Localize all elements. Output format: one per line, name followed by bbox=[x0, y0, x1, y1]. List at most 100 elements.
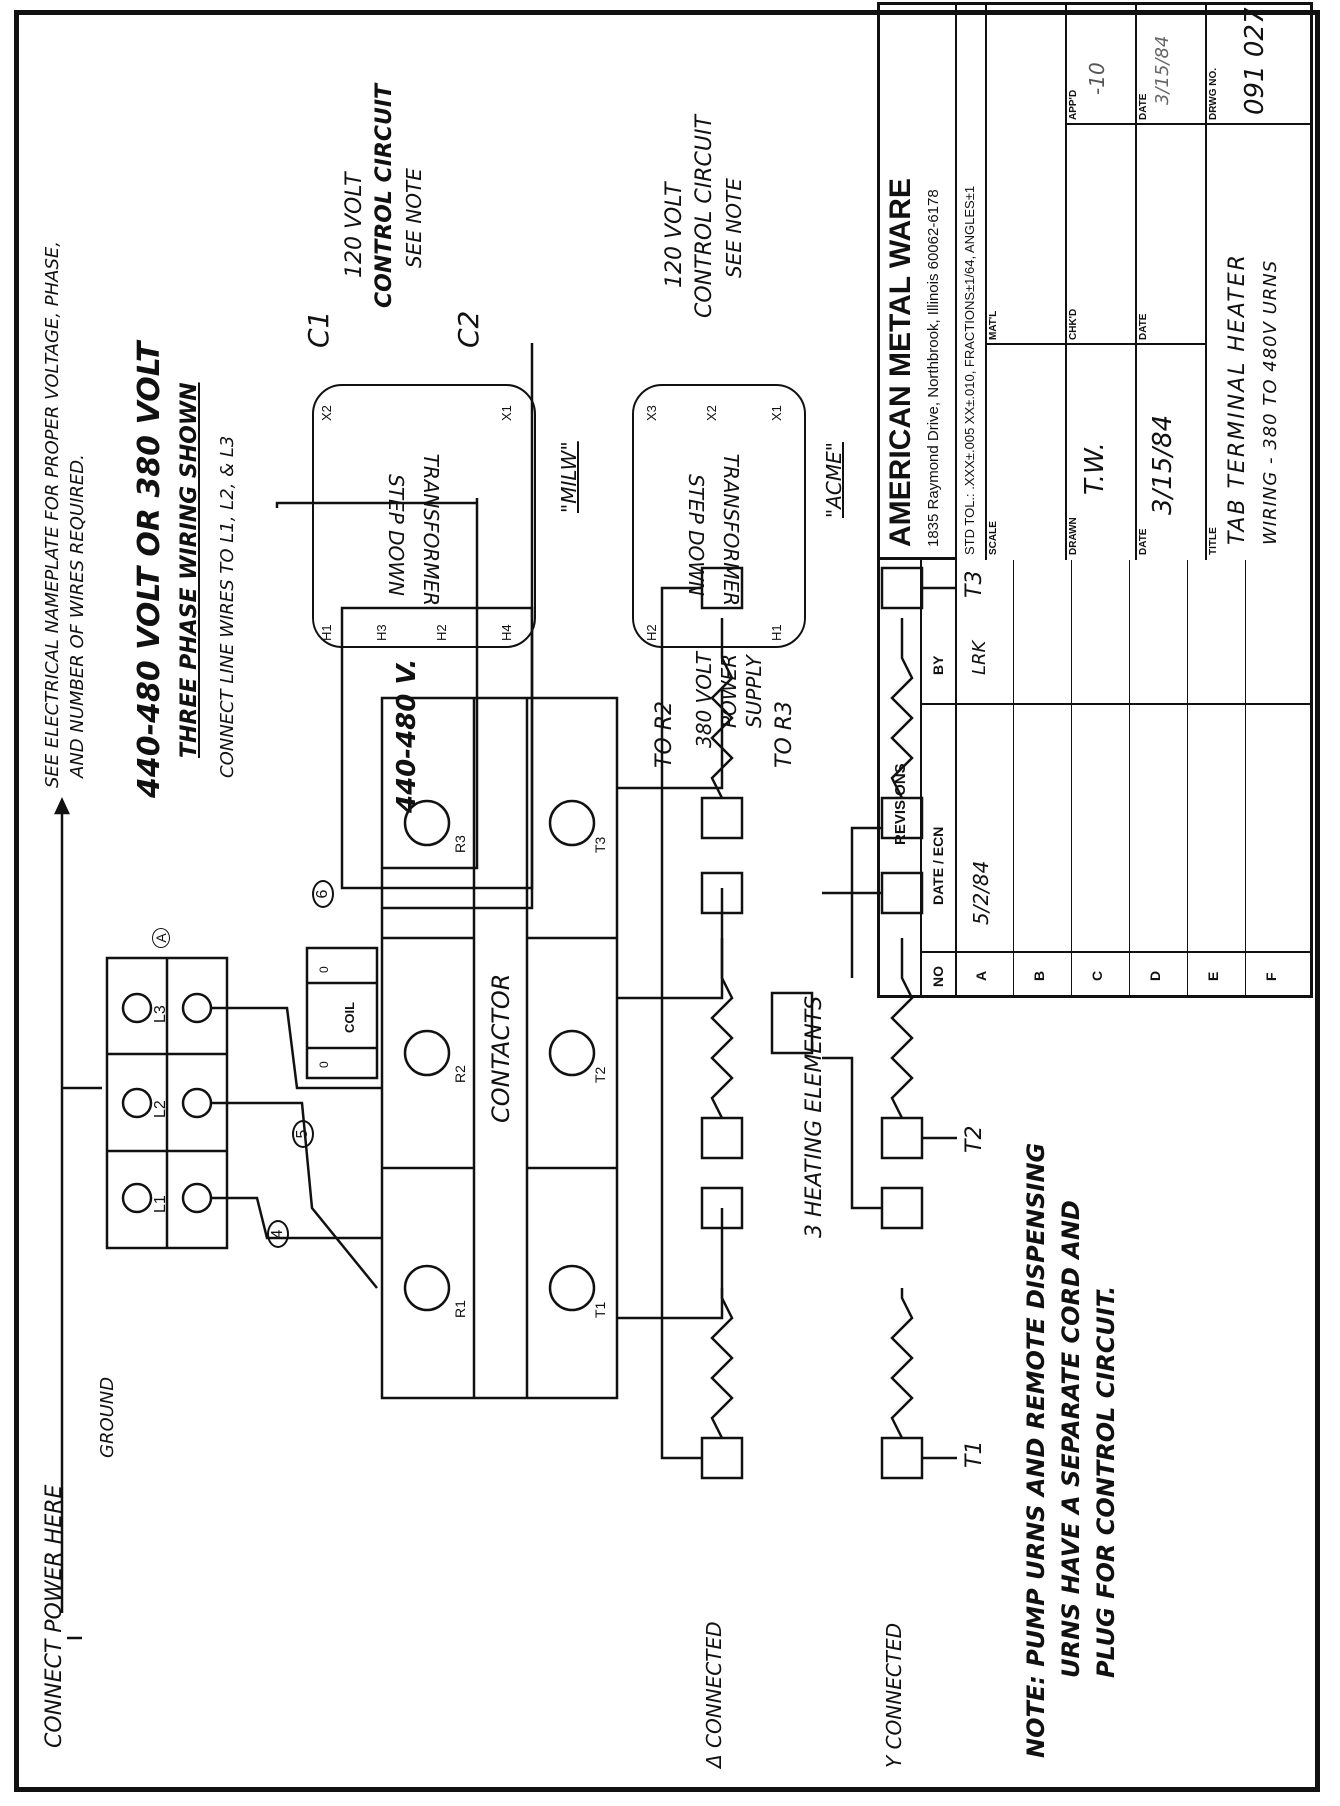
company-header: AMERICAN METAL WARE 1835 Raymond Drive, … bbox=[880, 2, 957, 560]
milw-secondary-x1: X1 bbox=[499, 405, 514, 421]
transformer-acme-title-1: STEP DOWN bbox=[684, 474, 708, 596]
rev-row: E bbox=[1187, 560, 1246, 995]
appd-value: -10 bbox=[1085, 62, 1109, 95]
revisions-heading: REVISIONS bbox=[892, 763, 909, 845]
transformer-milw: STEP DOWN TRANSFORMER H1 H3 H2 H4 X2 X1 bbox=[312, 384, 536, 648]
output-t2-label: T2 bbox=[962, 1125, 987, 1153]
rev-row: B bbox=[1013, 560, 1072, 995]
company-address: 1835 Raymond Drive, Northbrook, Illinois… bbox=[925, 189, 942, 547]
wiring-lines bbox=[54, 343, 957, 1640]
three-phase-label: THREE PHASE WIRING SHOWN bbox=[177, 382, 202, 758]
delta-connected-label: Δ CONNECTED bbox=[702, 1621, 726, 1768]
dwg-no-label: DRWG NO. bbox=[1208, 67, 1219, 120]
wire-marker-4: 4 bbox=[267, 1220, 289, 1248]
dwg-no: 091 027 bbox=[1240, 7, 1270, 115]
milw-output-c1: C1 bbox=[302, 310, 335, 348]
ground-label: GROUND bbox=[97, 1376, 118, 1458]
title-label: TITLE bbox=[1208, 527, 1219, 555]
milw-output-c2: C2 bbox=[452, 310, 485, 348]
milw-primary-h4: H4 bbox=[499, 624, 514, 641]
terminal-t1: T1 bbox=[592, 1301, 608, 1318]
date-label-drawn: DATE bbox=[1138, 528, 1149, 555]
drawn-label: DRAWN bbox=[1068, 517, 1079, 555]
voltage-440-label: 440-480 V. bbox=[392, 658, 422, 813]
acme-primary-h2: H2 bbox=[644, 624, 659, 641]
rev-col-no: NO bbox=[930, 966, 946, 987]
date-drawn: 3/15/84 bbox=[1148, 414, 1178, 515]
connect-power-label: CONNECT POWER HERE bbox=[42, 1484, 67, 1748]
wire-marker-5: 5 bbox=[292, 1120, 314, 1148]
tolerances: STD TOL.: .XXX±.005 XX±.010, FRACTIONS±1… bbox=[962, 185, 977, 555]
title-block: AMERICAN METAL WARE 1835 Raymond Drive, … bbox=[877, 2, 1313, 998]
acme-secondary-x2: X2 bbox=[704, 405, 719, 421]
coil-label: COIL bbox=[342, 1001, 357, 1033]
transformer-acme-title-2: TRANSFORMER bbox=[719, 453, 743, 606]
milw-control-line-2: CONTROL CIRCUIT bbox=[372, 83, 397, 308]
voltage-title: 440-480 VOLT OR 380 VOLT bbox=[132, 341, 167, 798]
rev-row-date: 5/2/84 bbox=[969, 860, 993, 925]
terminal-t3: T3 bbox=[592, 836, 608, 853]
title-line-1: TAB TERMINAL HEATER bbox=[1225, 253, 1250, 545]
milw-control-line-3: SEE NOTE bbox=[402, 168, 426, 268]
acme-control-line-2: CONTROL CIRCUIT bbox=[692, 115, 717, 318]
acme-control-line-1: 120 VOLT bbox=[662, 182, 687, 288]
rev-row-by: LRK bbox=[969, 640, 990, 675]
drawing-border bbox=[14, 10, 1320, 1792]
pump-note-line-3: PLUG FOR CONTROL CIRCUIT. bbox=[1092, 1285, 1120, 1678]
connect-line-note: CONNECT LINE WIRES TO L1, L2, & L3 bbox=[217, 435, 238, 778]
rev-row-no: C bbox=[1089, 970, 1105, 981]
transformer-milw-name: "MILW" bbox=[557, 441, 581, 513]
milw-primary-h2: H2 bbox=[434, 624, 449, 641]
milw-primary-h3: H3 bbox=[374, 624, 389, 641]
coil-terminal-2: 0 bbox=[317, 966, 331, 973]
pump-note-line-2: URNS HAVE A SEPARATE CORD AND bbox=[1057, 1200, 1085, 1678]
acme-secondary-x3: X3 bbox=[644, 405, 659, 421]
terminal-r1: R1 bbox=[452, 1300, 468, 1318]
output-t1-label: T1 bbox=[962, 1440, 987, 1468]
milw-primary-h1: H1 bbox=[319, 624, 334, 641]
acme-primary-h1: H1 bbox=[769, 624, 784, 641]
terminal-label-l1: L1 bbox=[152, 1195, 169, 1213]
wiring-drawing-sheet: CONNECT POWER HERE GROUND SEE ELECTRICAL… bbox=[12, 2, 1313, 1788]
terminal-r2: R2 bbox=[452, 1065, 468, 1083]
wire-marker-6: 6 bbox=[312, 880, 334, 908]
date-label-chkd: DATE bbox=[1138, 313, 1149, 340]
nameplate-note-line-1: SEE ELECTRICAL NAMEPLATE FOR PROPER VOLT… bbox=[42, 240, 63, 788]
revision-mark-a: A bbox=[152, 928, 170, 948]
y-connected-label: Y CONNECTED bbox=[882, 1622, 906, 1768]
acme-supply-line-2: POWER bbox=[717, 653, 741, 728]
matl-label: MAT'L bbox=[988, 310, 999, 340]
appd-label: APP'D bbox=[1068, 89, 1079, 120]
pump-note-line-1: NOTE: PUMP URNS AND REMOTE DISPENSING bbox=[1022, 1142, 1050, 1758]
contactor-label: CONTACTOR bbox=[487, 973, 515, 1123]
revisions-table: REVISIONS NO DATE / ECN BY A 5/2/84 LRK … bbox=[880, 560, 1310, 995]
rev-row-no: A bbox=[973, 970, 989, 981]
nameplate-note-line-2: AND NUMBER OF WIRES REQUIRED. bbox=[67, 454, 88, 778]
chkd-label: CHK'D bbox=[1068, 308, 1079, 340]
rev-row-no: F bbox=[1263, 972, 1279, 981]
rev-row-no: E bbox=[1205, 971, 1221, 981]
rev-col-date: DATE / ECN bbox=[930, 826, 946, 905]
acme-secondary-x1: X1 bbox=[769, 405, 784, 421]
rev-row: D bbox=[1129, 560, 1188, 995]
transformer-milw-title-1: STEP DOWN bbox=[384, 474, 408, 596]
heating-elements-label: 3 HEATING ELEMENTS bbox=[802, 995, 827, 1238]
rev-row-no: D bbox=[1147, 970, 1163, 981]
rev-row: A 5/2/84 LRK bbox=[955, 560, 1014, 995]
terminal-label-l3: L3 bbox=[152, 1005, 169, 1023]
transformer-milw-title-2: TRANSFORMER bbox=[419, 453, 443, 606]
milw-control-line-1: 120 VOLT bbox=[342, 172, 367, 278]
milw-secondary-x2: X2 bbox=[319, 405, 334, 421]
terminal-t2: T2 bbox=[592, 1066, 608, 1083]
terminal-r3: R3 bbox=[452, 835, 468, 853]
rev-col-by: BY bbox=[930, 655, 946, 675]
date-label-appd: DATE bbox=[1138, 93, 1149, 120]
acme-control-line-3: SEE NOTE bbox=[722, 178, 746, 278]
rev-row: F bbox=[1245, 560, 1305, 995]
title-line-2: WIRING - 380 TO 480V URNS bbox=[1260, 259, 1281, 545]
acme-supply-line-3: SUPPLY bbox=[742, 655, 766, 728]
contactor-body bbox=[380, 696, 619, 1400]
scale-label: SCALE bbox=[988, 521, 999, 555]
terminal-label-l2: L2 bbox=[152, 1100, 169, 1118]
acme-supply-line-1: 380 VOLT bbox=[692, 652, 716, 748]
